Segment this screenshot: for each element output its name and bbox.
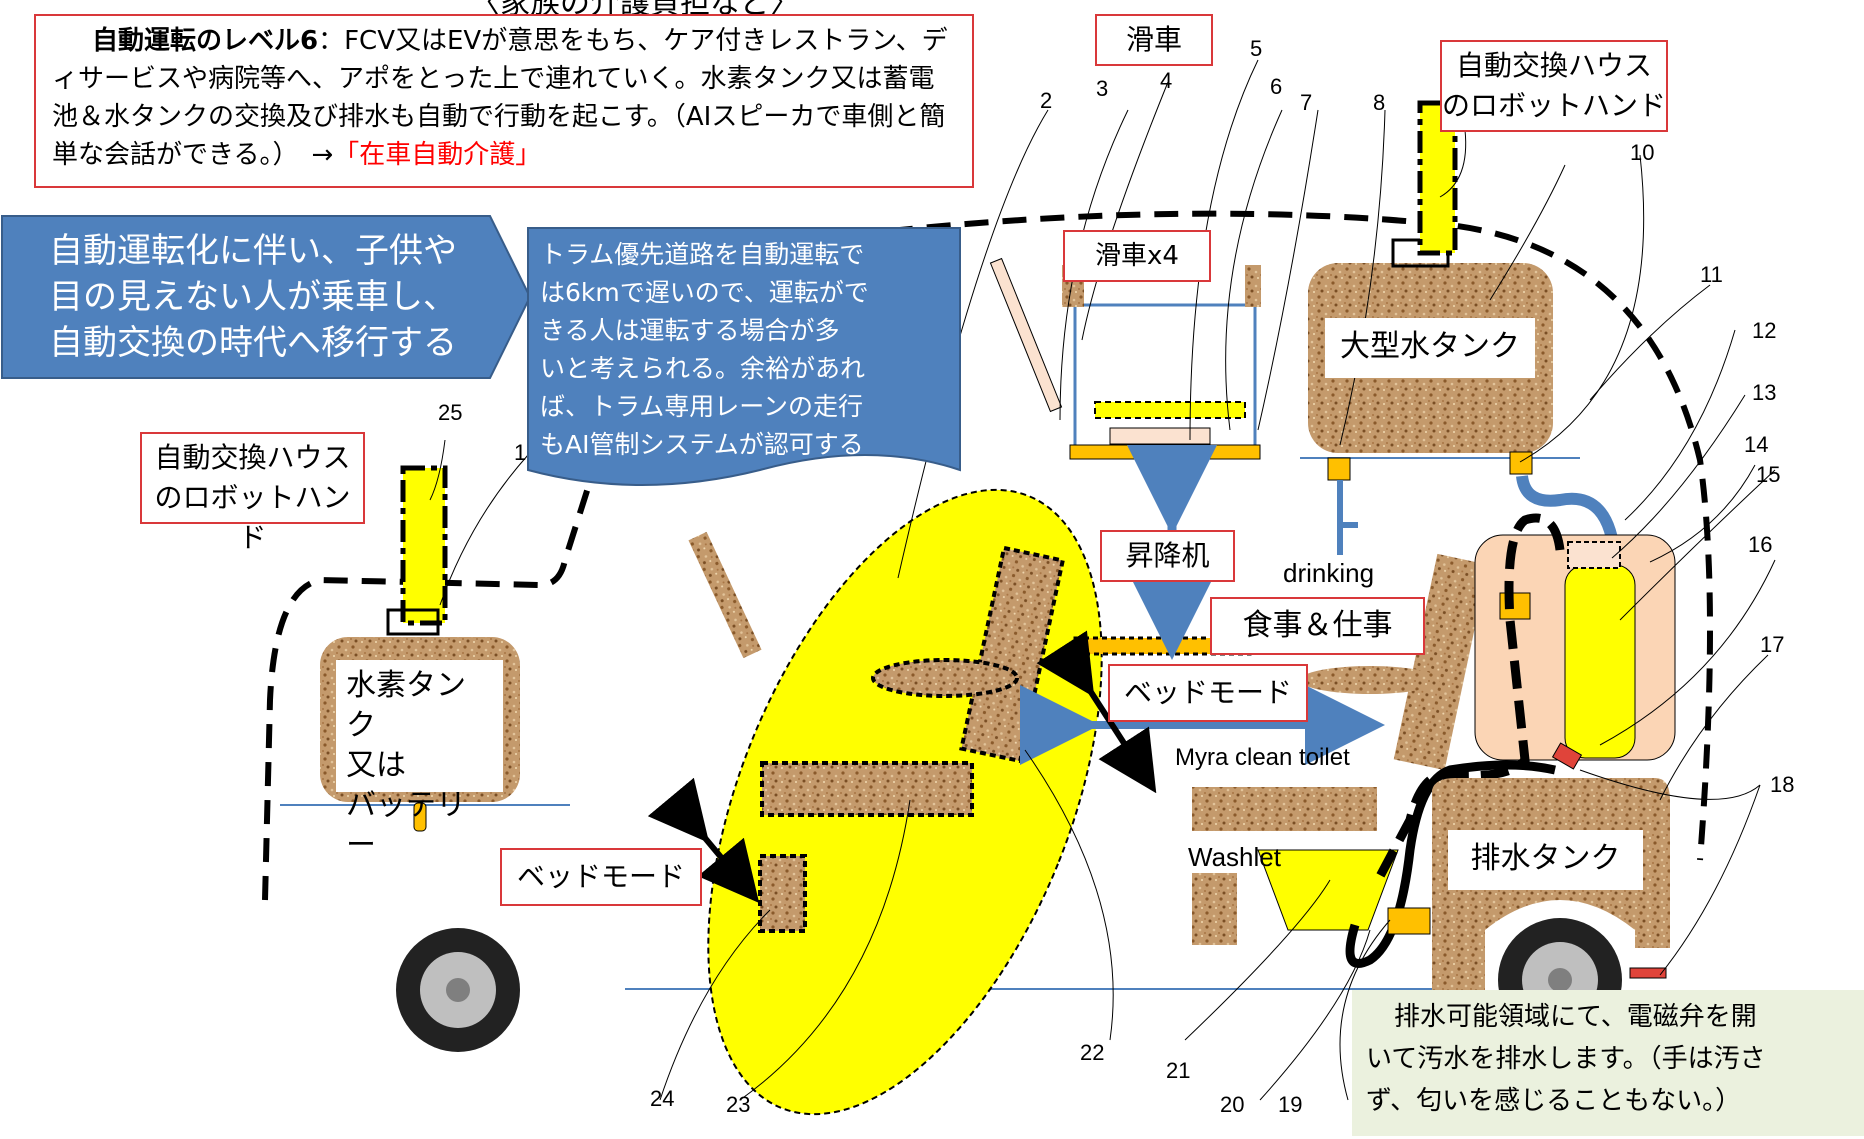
part-number-16: 16 <box>1748 532 1773 557</box>
part-number-5: 5 <box>1250 36 1263 61</box>
robot-hand-left-line: のロボットハンド <box>154 481 351 554</box>
robot-hand-right-line: 自動交換ハウス <box>1455 49 1652 82</box>
tram-note-line: は6kmで遅いので、運転がで <box>540 278 869 307</box>
drinking-label: drinking <box>1283 558 1375 588</box>
cabinet-panel <box>1393 553 1489 771</box>
unit-drain-valve <box>1551 742 1583 770</box>
part-number-7: 7 <box>1300 90 1313 115</box>
loose-board <box>688 531 762 659</box>
toilet-step <box>1192 873 1237 945</box>
part-number-1: 1 <box>514 440 527 465</box>
part-number-17: 17 <box>1760 632 1785 657</box>
arrow-callout-line: 自動交換の時代へ移行する <box>49 323 457 363</box>
info-box: 自動運転のレベル6：FCV又はEVが意思をもち、ケア付きレストラン、ディサービス… <box>34 14 974 188</box>
lift-pink-board <box>1109 427 1211 445</box>
drain-note-line: ず、匂いを感じることもない。） <box>1366 1086 1742 1116</box>
hydrogen-tank-label: 水素タンク 又は バッテリー <box>336 660 503 863</box>
robot-hand-right <box>1417 100 1458 256</box>
tank-valve-left <box>1327 457 1351 481</box>
drain-note: 排水可能領域にて、電磁弁を開 いて汚水を排水します。（手は汚さ ず、匂いを感じる… <box>1352 990 1864 1136</box>
bed-mode-label-2: ベッドモード <box>500 848 702 906</box>
drain-note-line: いて汚水を排水します。（手は汚さ <box>1366 1044 1766 1074</box>
arrow-callout-line: 自動運転化に伴い、子供や <box>49 231 457 271</box>
part-number-14: 14 <box>1744 432 1769 457</box>
arrow-callout-line: 目の見えない人が乗車し、 <box>49 277 457 317</box>
bed-arrow-left <box>647 777 760 904</box>
part-number-23: 23 <box>726 1092 751 1117</box>
cylinder-cap <box>1567 541 1621 569</box>
pulley-label: 滑車 <box>1095 14 1213 66</box>
tank-valve-right <box>1509 451 1533 475</box>
part-number-25: 25 <box>438 400 463 425</box>
part-number-18: 18 <box>1770 772 1795 797</box>
part-number-4: 4 <box>1160 68 1173 93</box>
robot-hand-left-label: 自動交換ハウス のロボットハンド <box>140 432 365 554</box>
part-number-2: 2 <box>1040 88 1053 113</box>
tram-note-line: もAI管制システムが認可する <box>540 430 864 459</box>
hydrogen-tank-line: バッテリー <box>346 788 466 863</box>
part-number-24: 24 <box>650 1086 675 1111</box>
part-number-8: 8 <box>1373 90 1386 115</box>
tram-note-line: トラム優先道路を自動運転で <box>540 240 865 269</box>
drain-solenoid-valve <box>1629 967 1667 979</box>
part-number-12: 12 <box>1752 318 1777 343</box>
tram-note-shape <box>527 227 961 486</box>
part-number-22: 22 <box>1080 1040 1105 1065</box>
robot-hand-left <box>400 465 448 626</box>
part-number-3: 3 <box>1096 76 1109 101</box>
toilet-bench <box>1192 787 1377 831</box>
part-number-13: 13 <box>1752 380 1777 405</box>
table-top <box>871 658 1019 698</box>
tram-note-line: いと考えられる。余裕があれ <box>540 354 866 383</box>
front-wheel <box>396 928 520 1052</box>
elevator-label: 昇降机 <box>1100 530 1235 582</box>
lift-pole <box>989 257 1063 413</box>
toilet-label: Myra clean toilet <box>1175 744 1350 771</box>
arrow-callout-shape <box>1 215 532 379</box>
washlet-label: Washlet <box>1188 842 1281 872</box>
large-water-tank-label: 大型水タンク <box>1325 318 1535 378</box>
meal-work-label: 食事＆仕事 <box>1210 597 1425 655</box>
drain-tank-valve <box>1387 907 1431 935</box>
hydrogen-tank-nozzle <box>413 802 427 832</box>
hydrogen-tank-line: 水素タンク <box>346 668 466 743</box>
tram-note-line: ば、トラム専用レーンの走行 <box>540 392 864 421</box>
info-highlight: 「在車自動介護」 <box>333 140 542 170</box>
drain-note-line: 排水可能領域にて、電磁弁を開 <box>1394 1002 1757 1032</box>
lift-platform <box>1069 444 1261 460</box>
robot-hand-right-line: のロボットハンド <box>1442 89 1667 122</box>
part-number-15: 15 <box>1756 462 1781 487</box>
fold-table <box>1300 666 1440 694</box>
pulley-x4-label: 滑車x4 <box>1063 230 1211 282</box>
part-number-20: 20 <box>1220 1092 1245 1117</box>
leader-lines <box>429 59 1776 1101</box>
footrest <box>758 854 807 933</box>
pulley-block-right <box>1245 265 1261 307</box>
drain-tank-label: 排水タンク <box>1448 830 1643 890</box>
part-number-10: 10 <box>1630 140 1655 165</box>
info-body: ：FCV又はEVが意思をもち、ケア付きレストラン、ディサービスや病院等へ、アポを… <box>52 26 948 170</box>
info-heading: 自動運転のレベル6 <box>92 26 319 56</box>
part-number-11: 11 <box>1700 262 1723 287</box>
washlet-bowl <box>1257 849 1399 931</box>
arrow-callout-text: 自動運転化に伴い、子供や 目の見えない人が乗車し、 自動交換の時代へ移行する <box>18 228 488 366</box>
tram-note-text: トラム優先道路を自動運転で は6kmで遅いので、運転がで きる人は運転する場合が… <box>540 236 960 464</box>
robot-hand-right-label: 自動交換ハウス のロボットハンド <box>1440 40 1668 132</box>
part-number-19: 19 <box>1278 1092 1303 1117</box>
fresh-water-cylinder <box>1564 564 1636 759</box>
lift-yellow-board <box>1094 401 1246 419</box>
part-number-6: 6 <box>1270 74 1283 99</box>
bed-mode-label-1: ベッドモード <box>1108 664 1308 722</box>
unit-valve <box>1499 592 1531 620</box>
seat-cushion <box>760 761 974 817</box>
hydrogen-tank-handle <box>386 608 440 636</box>
hydrogen-tank-line: 又は <box>346 748 406 783</box>
part-number-21: 21 <box>1166 1058 1191 1083</box>
water-hose <box>1516 474 1621 561</box>
tram-note-line: きる人は運転する場合が多 <box>540 316 840 345</box>
robot-hand-left-line: 自動交換ハウス <box>154 441 351 474</box>
